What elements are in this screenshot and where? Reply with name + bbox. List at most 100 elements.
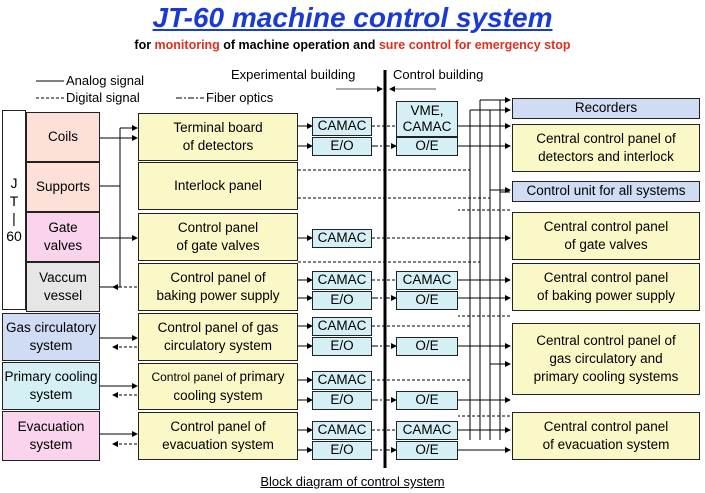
central-gate-valves: Central control panel of gate valves: [512, 212, 700, 260]
label-experimental-building: Experimental building: [231, 67, 356, 82]
module-oe-terminal: O/E: [396, 137, 458, 156]
module-oe-gas: O/E: [396, 337, 458, 356]
component-vessel-label-2: vessel: [43, 288, 83, 303]
panel-terminal-label-1: Terminal board: [173, 119, 263, 135]
component-cooling-label-1: Primary cooling: [4, 368, 98, 384]
central-gas-cooling: Central control panel of gas circulatory …: [512, 323, 700, 395]
central-detectors-label-1: Central control panel of: [536, 130, 676, 146]
module-eo-evac: E/O: [312, 441, 372, 460]
component-gas-circulatory: Gas circulatory system: [2, 313, 100, 361]
component-vessel-label-1: Vaccum: [39, 269, 87, 285]
module-camac-cooling: CAMAC: [312, 371, 372, 390]
central-control-unit: Control unit for all systems: [512, 181, 700, 202]
central-gas-label-2: gas circulatory and: [549, 350, 663, 366]
module-camac-evac-control: CAMAC: [396, 421, 458, 440]
central-baking-label-2: of baking power supply: [536, 288, 676, 303]
panel-evac-label-2: evacuation system: [162, 437, 274, 452]
central-recorders-label: Recorders: [574, 100, 638, 116]
module-camac-gas-label: CAMAC: [317, 318, 367, 334]
central-gas-label-3: primary cooling systems: [533, 369, 679, 385]
module-eo-gas: E/O: [312, 337, 372, 356]
panel-evac-label-1: Control panel of: [170, 418, 266, 434]
panel-baking-label-2: baking power supply: [156, 288, 280, 303]
legend-analog: Analog signal: [66, 73, 145, 88]
module-oe-gas-label: O/E: [415, 338, 439, 354]
module-eo-terminal: E/O: [312, 137, 372, 156]
jt60-bar: |: [12, 210, 16, 226]
panel-gas-label-2: circulatory system: [163, 338, 273, 353]
module-camac-evac-control-label: CAMAC: [402, 422, 452, 438]
module-camac-terminal: CAMAC: [312, 117, 372, 136]
module-oe-cooling-label: O/E: [415, 392, 439, 408]
panel-cooling-label-1: Control panel of primary: [151, 368, 284, 386]
panel-interlock: Interlock panel: [138, 162, 298, 210]
panel-cooling-label-1b: primary: [239, 369, 285, 385]
module-oe-cooling: O/E: [396, 391, 458, 410]
module-camac-terminal-label: CAMAC: [317, 118, 367, 134]
panel-baking-power-supply: Control panel of baking power supply: [138, 263, 298, 311]
page-title: JT-60 machine control system: [152, 2, 553, 33]
component-coils-label: Coils: [47, 128, 78, 144]
module-camac-evac-label: CAMAC: [317, 422, 367, 438]
component-gas-label-1: Gas circulatory: [5, 319, 97, 335]
component-supports-label: Supports: [35, 178, 91, 194]
module-eo-baking: E/O: [312, 291, 372, 310]
module-eo-terminal-label: E/O: [330, 138, 354, 154]
module-vme-camac: VME,CAMAC: [396, 101, 458, 137]
module-camac-baking-label: CAMAC: [317, 272, 367, 288]
jt60-number: 60: [6, 227, 22, 244]
central-evac-label-1: Central control panel: [543, 418, 669, 434]
central-gas-label-1: Central control panel of: [536, 332, 676, 348]
module-camac-baking-control-label: CAMAC: [402, 272, 452, 288]
component-cooling-label-2: system: [29, 387, 73, 402]
module-oe-terminal-label: O/E: [415, 138, 439, 154]
central-gate-label-1: Central control panel: [543, 218, 669, 234]
component-gate-valves-label-2: valves: [43, 238, 83, 253]
central-detectors-label-2: detectors and interlock: [538, 149, 674, 164]
central-gate-label-2: of gate valves: [564, 237, 648, 252]
panel-terminal-label-2: of detectors: [182, 138, 254, 153]
component-primary-cooling: Primary cooling system: [2, 362, 100, 410]
component-evac-label-2: system: [29, 437, 73, 452]
module-eo-gas-label: E/O: [330, 338, 354, 354]
module-oe-baking: O/E: [396, 291, 458, 310]
panel-evacuation: Control panel of evacuation system: [138, 412, 298, 460]
module-eo-baking-label: E/O: [330, 292, 354, 308]
module-eo-cooling: E/O: [312, 391, 372, 410]
module-oe-baking-label: O/E: [415, 292, 439, 308]
subtitle-text-2: of machine operation and: [219, 38, 379, 52]
panel-cooling-label-2: cooling system: [173, 387, 263, 403]
subtitle-highlight-emergency: sure control for emergency stop: [378, 38, 571, 52]
jt60-letter-j: J: [10, 175, 18, 191]
jt60-letter-t: T: [9, 192, 19, 209]
central-control-unit-label: Control unit for all systems: [526, 183, 686, 199]
module-oe-evac-label: O/E: [415, 442, 439, 458]
panel-gate-label-2: of gate valves: [176, 238, 260, 253]
legend-fiber: Fiber optics: [206, 90, 274, 105]
panel-baking-label-1: Control panel of: [170, 269, 266, 285]
central-evac-label-2: of evacuation system: [542, 437, 670, 452]
panel-gate-label-1: Control panel: [177, 219, 259, 235]
component-supports: Supports: [26, 162, 100, 212]
module-camac-evac: CAMAC: [312, 421, 372, 440]
module-eo-evac-label: E/O: [330, 442, 354, 458]
component-gas-label-2: system: [29, 338, 73, 353]
module-camac-baking-control: CAMAC: [396, 271, 458, 290]
module-eo-cooling-label: E/O: [330, 392, 354, 408]
module-camac-gas: CAMAC: [312, 317, 372, 336]
subtitle: for monitoring of machine operation and …: [0, 38, 705, 52]
module-vme-label-2: CAMAC: [402, 119, 452, 134]
label-control-building: Control building: [393, 67, 484, 82]
component-gate-valves-label-1: Gate: [48, 219, 78, 235]
panel-interlock-label: Interlock panel: [174, 177, 262, 193]
subtitle-text-1: for: [134, 38, 155, 52]
central-baking-power-supply: Central control panel of baking power sup…: [512, 263, 700, 311]
central-recorders: Recorders: [512, 98, 700, 119]
panel-terminal-board: Terminal board of detectors: [138, 113, 298, 161]
central-detectors-interlock: Central control panel of detectors and in…: [512, 124, 700, 172]
central-baking-label-1: Central control panel: [543, 269, 669, 285]
component-gate-valves: Gate valves: [26, 212, 100, 262]
